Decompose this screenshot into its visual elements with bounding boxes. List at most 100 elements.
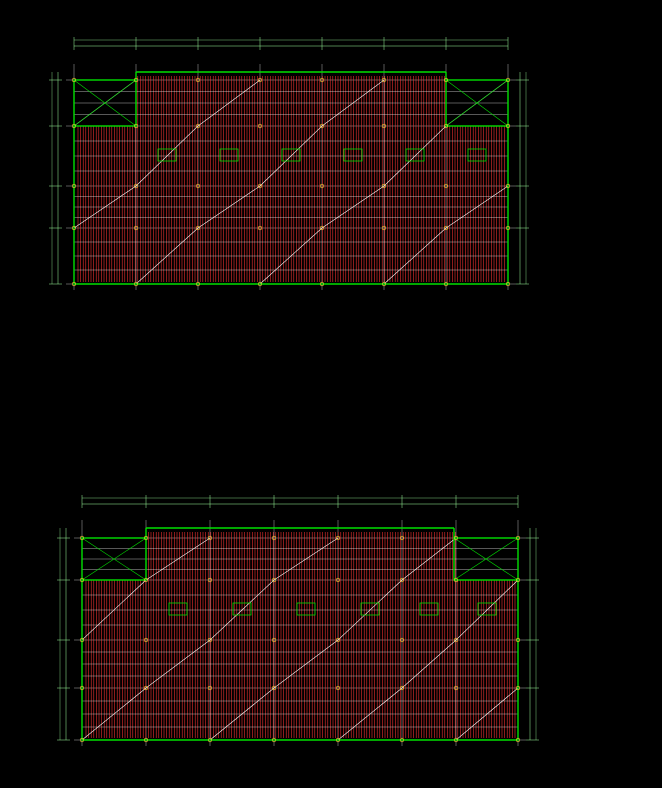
brace-line [209, 579, 275, 641]
column-marker [71, 225, 77, 231]
brace-line [145, 537, 211, 581]
column-marker [71, 123, 77, 129]
column-marker [207, 685, 213, 691]
column-marker [319, 77, 325, 83]
column-marker [133, 123, 139, 129]
tower-cross [453, 537, 519, 581]
column-marker [381, 123, 387, 129]
column-marker [399, 577, 405, 583]
brace-line [401, 537, 457, 581]
column-marker [207, 637, 213, 643]
column-marker [443, 281, 449, 287]
column-marker [335, 685, 341, 691]
stair-tower-right [453, 537, 519, 581]
column-marker [207, 577, 213, 583]
column-marker [515, 685, 521, 691]
column-marker [505, 281, 511, 287]
column-marker [515, 737, 521, 743]
column-marker [271, 685, 277, 691]
column-marker [257, 183, 263, 189]
tower-cross [81, 537, 147, 581]
roof-opening [219, 148, 239, 162]
brace-line [383, 227, 447, 285]
column-marker [143, 685, 149, 691]
column-marker [79, 577, 85, 583]
column-marker [453, 577, 459, 583]
brace-line [73, 185, 137, 229]
column-marker [505, 123, 511, 129]
brace-line [337, 579, 403, 641]
brace-line [273, 537, 339, 581]
roof-opening [296, 602, 316, 616]
brace-line [273, 639, 339, 689]
column-marker [71, 281, 77, 287]
column-marker [195, 123, 201, 129]
column-marker [133, 183, 139, 189]
column-marker [505, 225, 511, 231]
stair-tower-right [445, 79, 509, 127]
brace-line [209, 687, 275, 741]
roof-opening [467, 148, 487, 162]
column-marker [133, 225, 139, 231]
column-marker [515, 535, 521, 541]
column-marker [207, 737, 213, 743]
brace-line [321, 79, 385, 127]
column-marker [335, 535, 341, 541]
column-marker [271, 577, 277, 583]
column-marker [79, 685, 85, 691]
brace-line [135, 227, 199, 285]
roof-opening [405, 148, 425, 162]
column-marker [79, 535, 85, 541]
brace-line [259, 227, 323, 285]
column-marker [257, 281, 263, 287]
column-marker [133, 77, 139, 83]
column-marker [319, 281, 325, 287]
column-marker [443, 183, 449, 189]
column-marker [195, 77, 201, 83]
brace-line [259, 125, 323, 187]
column-marker [257, 123, 263, 129]
column-marker [443, 77, 449, 83]
column-marker [453, 535, 459, 541]
brace-line [81, 687, 147, 741]
brace-line [145, 639, 211, 689]
column-marker [133, 281, 139, 287]
column-marker [505, 77, 511, 83]
roof-opening [343, 148, 363, 162]
column-marker [195, 225, 201, 231]
column-marker [335, 637, 341, 643]
column-marker [271, 737, 277, 743]
stair-tower-left [81, 537, 147, 581]
outer-wall [73, 126, 509, 285]
brace-line [445, 185, 509, 229]
upper-roof-framing-plan [49, 37, 529, 290]
column-marker [399, 637, 405, 643]
brace-line [383, 125, 447, 187]
roof-opening [232, 602, 252, 616]
column-marker [399, 685, 405, 691]
column-marker [319, 183, 325, 189]
column-marker [453, 737, 459, 743]
column-marker [143, 637, 149, 643]
column-marker [399, 737, 405, 743]
column-marker [143, 535, 149, 541]
column-marker [453, 637, 459, 643]
column-marker [381, 183, 387, 189]
column-marker [71, 183, 77, 189]
column-marker [319, 123, 325, 129]
column-marker [515, 577, 521, 583]
brace-line [135, 125, 199, 187]
tower-cross [73, 79, 137, 127]
brace-line [321, 185, 385, 229]
column-marker [143, 737, 149, 743]
column-marker [453, 685, 459, 691]
column-marker [381, 225, 387, 231]
column-marker [443, 123, 449, 129]
column-marker [335, 577, 341, 583]
column-marker [79, 737, 85, 743]
stair-tower-left [73, 79, 137, 127]
column-marker [71, 77, 77, 83]
lower-roof-framing-plan [57, 495, 539, 746]
column-marker [319, 225, 325, 231]
